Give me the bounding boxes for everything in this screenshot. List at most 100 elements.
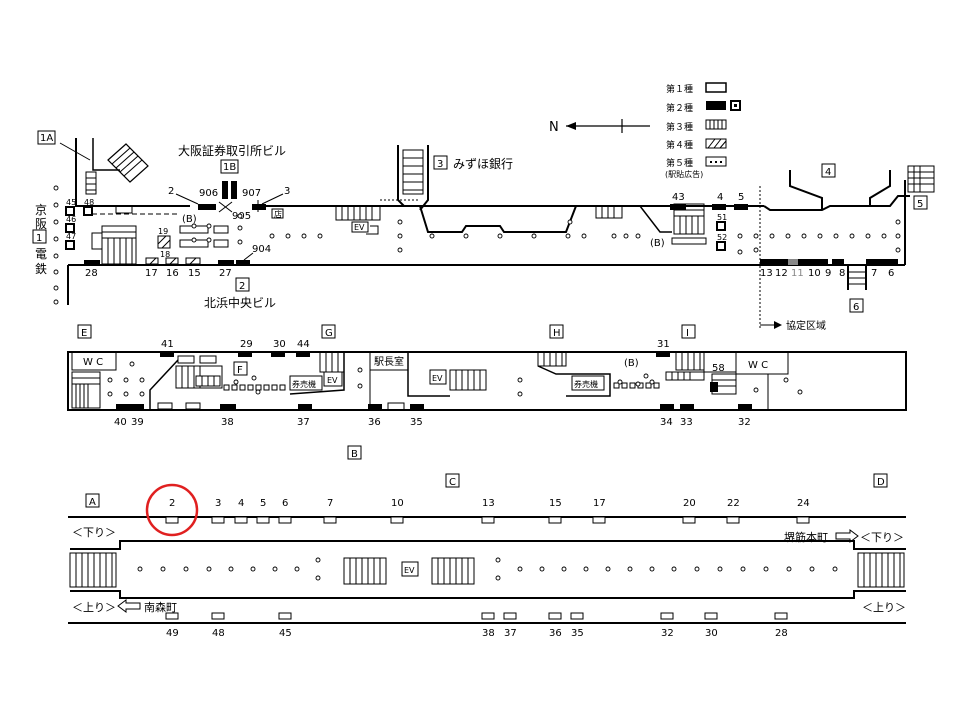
platform-ad-number: 5 bbox=[260, 498, 266, 509]
pillar-dot bbox=[397, 247, 403, 253]
num-47: 47 bbox=[66, 232, 76, 241]
platform-ad-number: 32 bbox=[661, 628, 674, 639]
platform-ad-number: 10 bbox=[391, 498, 404, 509]
kitahama-building-label: 北浜中央ビル bbox=[204, 295, 276, 310]
platform-ad-number: 49 bbox=[166, 628, 179, 639]
platform-ad-frame bbox=[211, 612, 225, 620]
top-ev-label: EV bbox=[354, 223, 365, 232]
pillar-dot bbox=[317, 233, 323, 239]
top-b-label-left: (B) bbox=[182, 214, 197, 225]
pillar-dot bbox=[53, 219, 59, 225]
top-b-label-right: (B) bbox=[650, 238, 665, 249]
pillar-dot bbox=[517, 391, 523, 397]
ticket-gate bbox=[255, 384, 262, 391]
pillar-dot bbox=[769, 233, 775, 239]
pillar-dot bbox=[315, 575, 321, 581]
legend-type2-label: 第２種 bbox=[666, 102, 693, 114]
top-pillars bbox=[53, 185, 901, 305]
num-16-top: 16 bbox=[166, 268, 179, 279]
num-58: 58 bbox=[712, 363, 725, 374]
pillar-dot bbox=[233, 379, 239, 385]
letter-F: F bbox=[237, 365, 243, 376]
num-31: 31 bbox=[657, 339, 670, 350]
pillar-dot bbox=[895, 233, 901, 239]
station-master-office: 駅長室 bbox=[374, 355, 404, 368]
pillar-dot bbox=[895, 247, 901, 253]
exit-3-box bbox=[433, 155, 448, 170]
num-45: 45 bbox=[66, 198, 76, 207]
exit-1a-stairs bbox=[107, 143, 149, 183]
exit-1b-label: 1B bbox=[223, 162, 236, 173]
pillar-dot bbox=[737, 233, 743, 239]
mid-b-label: (B) bbox=[624, 358, 639, 369]
platform-ad-frame bbox=[256, 516, 270, 524]
pillar-dot bbox=[285, 233, 291, 239]
pillar-dot bbox=[565, 233, 571, 239]
num-46: 46 bbox=[66, 215, 76, 224]
platform-ad-number: 6 bbox=[282, 498, 288, 509]
platform-ad-frame bbox=[682, 516, 696, 524]
platform-ad-number: 22 bbox=[727, 498, 740, 509]
pillar-dot bbox=[107, 377, 113, 383]
pillar-dot bbox=[228, 566, 234, 572]
platform-ad-frame bbox=[660, 612, 674, 620]
pillar-dot bbox=[191, 237, 197, 243]
pillar-dot bbox=[531, 233, 537, 239]
num-28-top: 28 bbox=[85, 268, 98, 279]
pillar-dot bbox=[397, 233, 403, 239]
ticket-gate bbox=[263, 384, 270, 391]
platform-ad-frame bbox=[278, 612, 292, 620]
num-30-mid: 30 bbox=[273, 339, 286, 350]
pillar-dot bbox=[583, 566, 589, 572]
exit-1a-box bbox=[37, 130, 56, 145]
num-15-top: 15 bbox=[188, 268, 201, 279]
platform-ad-number: 17 bbox=[593, 498, 606, 509]
pillar-dot bbox=[763, 566, 769, 572]
pillar-dot bbox=[627, 566, 633, 572]
pillar-dot bbox=[753, 247, 759, 253]
platform-ad-number: 38 bbox=[482, 628, 495, 639]
platform-ad-number: 28 bbox=[775, 628, 788, 639]
north-arrow: N bbox=[549, 119, 650, 135]
sakaisuji-honmachi-label: 堺筋本町 bbox=[784, 530, 828, 544]
pillar-dot bbox=[817, 233, 823, 239]
legend-type5-label: 第５種 bbox=[666, 157, 693, 169]
pillar-dot bbox=[785, 233, 791, 239]
platform-ev: EV bbox=[404, 566, 415, 575]
ticket-gate bbox=[653, 382, 660, 389]
pillar-dot bbox=[139, 377, 145, 383]
pillar-dot bbox=[206, 566, 212, 572]
num-10-top: 10 bbox=[808, 268, 821, 279]
num-13-top: 13 bbox=[760, 268, 773, 279]
exit-2-box bbox=[235, 277, 250, 292]
platform-ad-frame bbox=[704, 612, 718, 620]
ticket-machine-left: 券売機 bbox=[292, 379, 316, 389]
platform-ad-frame bbox=[165, 516, 179, 524]
ticket-gate bbox=[271, 384, 278, 391]
pillar-dot bbox=[53, 285, 59, 291]
pillar-dot bbox=[717, 566, 723, 572]
pillar-dot bbox=[206, 223, 212, 229]
svg-text:店: 店 bbox=[274, 209, 282, 219]
up-right-label: ＜上り＞ bbox=[862, 601, 906, 614]
num-3-top: 3 bbox=[284, 186, 290, 197]
pillar-dot bbox=[797, 389, 803, 395]
platform-ad-number: 20 bbox=[683, 498, 696, 509]
pillar-dot bbox=[671, 566, 677, 572]
legend-type2-symbol bbox=[706, 101, 726, 110]
keihan-char-2: 阪 bbox=[35, 217, 47, 231]
num-6-top: 6 bbox=[888, 268, 894, 279]
pillar-dot bbox=[269, 233, 275, 239]
pillar-dot bbox=[517, 566, 523, 572]
pillar-dot bbox=[881, 233, 887, 239]
pillar-dot bbox=[191, 223, 197, 229]
kyotei-label: 協定区域 bbox=[786, 319, 826, 332]
pillar-dot bbox=[617, 379, 623, 385]
pillar-dot bbox=[895, 219, 901, 225]
concourse-south: E G H I W C 41 29 30 44 31 bbox=[67, 324, 907, 428]
up-left-label: ＜上り＞ bbox=[72, 601, 116, 614]
down-left-label: ＜下り＞ bbox=[72, 526, 116, 539]
platform-ad-number: 4 bbox=[238, 498, 244, 509]
pillar-dot bbox=[753, 233, 759, 239]
